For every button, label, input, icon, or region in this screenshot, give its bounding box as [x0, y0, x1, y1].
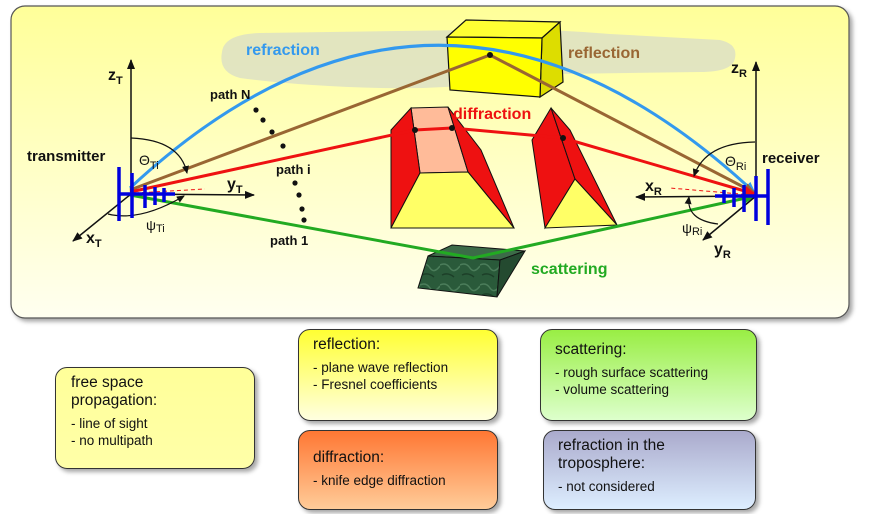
receiver-label: receiver — [762, 150, 820, 167]
x-t-label: xT — [86, 230, 102, 250]
troposphere-box: refraction in the troposphere: - not con… — [543, 430, 756, 510]
reflection-box: reflection: - plane wave reflection - Fr… — [298, 329, 498, 421]
reflection-item: - plane wave reflection — [313, 360, 449, 375]
refraction-label: refraction — [246, 42, 320, 59]
transmitter-label: transmitter — [27, 148, 106, 165]
y-r-label: yR — [714, 241, 731, 261]
theta-ti-label: ΘTi — [139, 152, 159, 172]
scattering-box: scattering: - rough surface scattering -… — [540, 329, 757, 421]
diffraction-label: diffraction — [453, 106, 531, 123]
psi-ti-label: ψTi — [146, 217, 165, 235]
scattering-label: scattering — [531, 261, 607, 278]
y-t-label: yT — [227, 176, 243, 196]
scattering-item: - rough surface scattering — [555, 365, 709, 380]
scattering-rock — [417, 244, 527, 298]
scattering-title: scattering: — [555, 341, 627, 358]
refraction-path — [128, 43, 757, 195]
diffraction-item: - knife edge diffraction — [313, 473, 446, 488]
psi-ri-label: ψRi — [682, 220, 702, 238]
free-space-item: - line of sight — [71, 416, 148, 431]
path-n-label: path N — [210, 87, 250, 102]
free-space-item: - no multipath — [71, 433, 153, 448]
diffraction-wedge-left — [390, 106, 516, 229]
scattering-item: - volume scattering — [555, 382, 670, 397]
reflection-label: reflection — [568, 45, 640, 62]
troposphere-item: - not considered — [558, 479, 655, 494]
transmitter-antenna-icon — [117, 167, 175, 221]
free-space-box: free space propagation: - line of sight … — [55, 367, 255, 469]
x-r-label: xR — [645, 178, 662, 198]
diffraction-point — [560, 135, 566, 141]
path-ellipsis-dots — [253, 107, 307, 223]
reflection-item: - Fresnel coefficients — [313, 377, 438, 392]
diffraction-box: diffraction: - knife edge diffraction — [298, 430, 498, 510]
path-i-label: path i — [276, 162, 311, 177]
path-1-label: path 1 — [270, 233, 308, 248]
reflection-point — [487, 52, 493, 58]
receiver-antenna-icon — [715, 169, 770, 225]
diffraction-point — [449, 125, 455, 131]
diffraction-wedge-right — [531, 106, 619, 230]
reflection-title: reflection: — [313, 336, 381, 353]
theta-ri-label: ΘRi — [725, 153, 746, 173]
diffraction-point — [412, 127, 418, 133]
free-space-title: free space propagation: — [71, 374, 158, 409]
reflection-building — [445, 19, 564, 99]
troposphere-title: refraction in the troposphere: — [558, 437, 665, 472]
scattering-path — [129, 193, 756, 260]
diffraction-title: diffraction: — [313, 449, 385, 466]
z-r-label: zR — [731, 60, 747, 80]
z-t-label: zT — [108, 67, 123, 87]
